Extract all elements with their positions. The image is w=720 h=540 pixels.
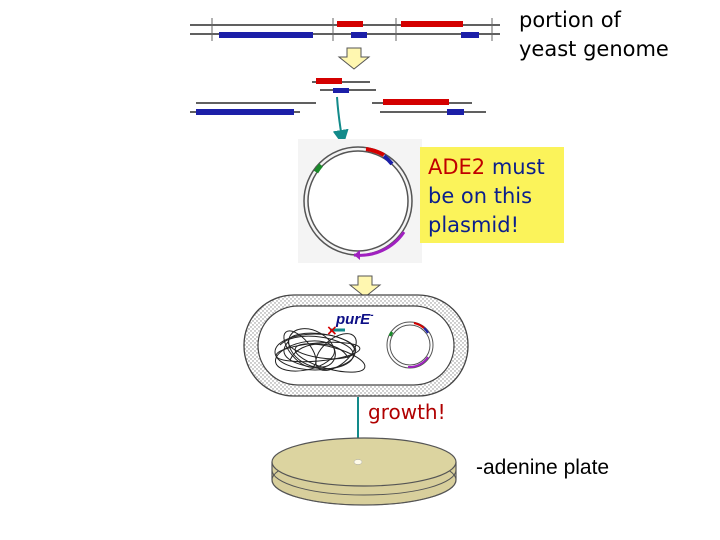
genome-blue-segment-3 [461, 32, 479, 38]
pur-gene-name: pur [336, 311, 361, 328]
genome-dna [190, 18, 500, 41]
pur-gene-suffix: E [360, 311, 371, 328]
genome-blue-segment-1 [219, 32, 313, 38]
genome-blue-segment-2 [351, 32, 367, 38]
genome-label: portion of yeast genome [519, 6, 669, 64]
ligation-arrow [332, 96, 349, 146]
adenine-plate [271, 437, 457, 506]
pur-gene-label: purE- [336, 310, 374, 328]
plasmid-green-marker [313, 163, 323, 174]
plasmid [298, 139, 422, 263]
genome-label-line-2: yeast genome [519, 37, 669, 61]
bacterial-cell: × [243, 294, 469, 397]
plasmid-note-line-2: be on this [428, 184, 533, 208]
plasmid-note-line-3: plasmid! [428, 213, 520, 237]
pur-gene-minus: - [370, 310, 374, 321]
ade2-gene-name: ADE2 [428, 155, 486, 179]
plasmid-note-box: ADE2 must be on this plasmid! [420, 147, 564, 243]
plate-label: -adenine plate [476, 456, 610, 479]
cell-plasmid [386, 321, 434, 369]
plasmid-red-insert [365, 147, 385, 157]
genome-red-segment-2 [401, 21, 463, 27]
dna-fragments [190, 78, 486, 115]
plasmid-blue-insert [382, 154, 394, 166]
mutation-x-mark: × [326, 323, 338, 339]
chromosome-tangle [274, 328, 366, 373]
genome-red-segment-1 [337, 21, 363, 27]
plasmid-note-must: must [485, 155, 545, 179]
colony [353, 459, 363, 465]
growth-label: growth! [368, 400, 446, 424]
down-arrow-2 [348, 275, 382, 298]
plasmid-note-text: ADE2 must be on this plasmid! [428, 153, 545, 240]
genome-label-line-1: portion of [519, 8, 621, 32]
down-arrow-1 [337, 47, 371, 70]
